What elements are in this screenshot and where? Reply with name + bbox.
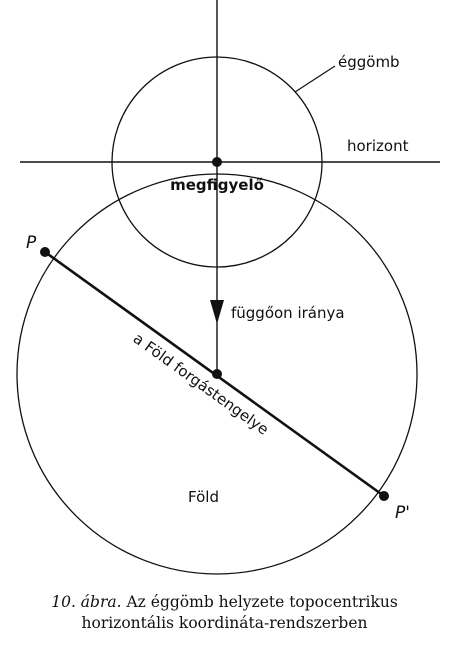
figure-caption: 10. ábra. Az éggömb helyzete topocentrik… xyxy=(0,592,449,634)
figure-number: 10. ábra. xyxy=(51,593,122,611)
observer-dot xyxy=(212,157,222,167)
point-p-dot xyxy=(40,247,50,257)
celestial-sphere-label: éggömb xyxy=(338,53,400,71)
caption-line-1: 10. ábra. Az éggömb helyzete topocentrik… xyxy=(0,592,449,613)
caption-line-2: horizontális koordináta-rendszerben xyxy=(81,614,368,632)
celestial-sphere-leader xyxy=(294,65,336,93)
earth-label: Föld xyxy=(188,488,219,506)
point-p-prime-label: P' xyxy=(395,503,410,523)
earth-axis-label: a Föld forgástengelye xyxy=(130,329,272,438)
observer-label: megfigyelő xyxy=(170,176,264,194)
horizon-label: horizont xyxy=(347,137,409,155)
caption-text-1: Az éggömb helyzete topocentrikus xyxy=(126,593,398,611)
plumb-arrow-icon xyxy=(210,300,224,324)
earth-centre-dot xyxy=(212,369,222,379)
point-p-label: P xyxy=(26,233,37,253)
point-p-prime-dot xyxy=(379,491,389,501)
plumb-direction-label: függőon iránya xyxy=(231,304,345,322)
